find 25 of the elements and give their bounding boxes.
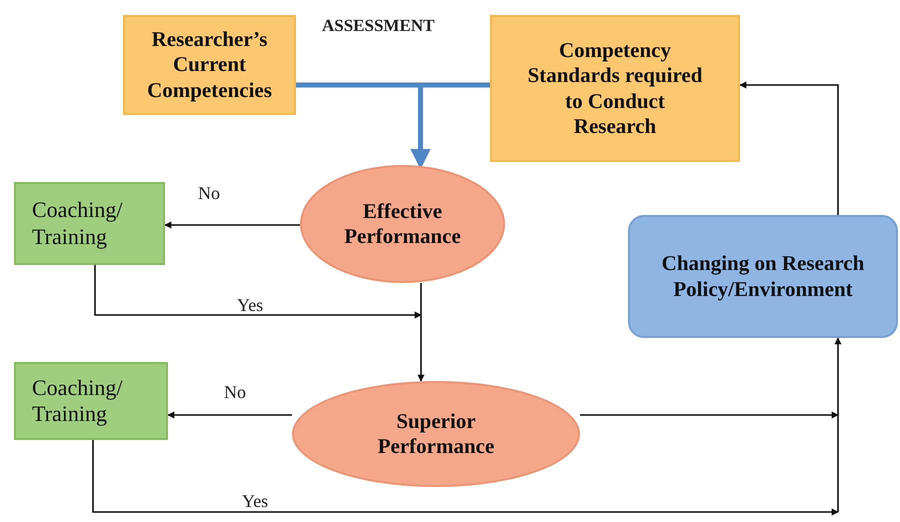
arrow: [167, 412, 292, 418]
edge-label: Yes: [240, 492, 270, 510]
process-box: [628, 215, 898, 338]
process-box: [490, 15, 740, 162]
node-text: Coaching/ Training: [32, 197, 124, 250]
process-box: [123, 15, 296, 115]
node-text: Effective Performance: [343, 198, 462, 250]
edge-label: No: [196, 184, 222, 202]
arrow: [580, 412, 839, 418]
heading-label: ASSESSMENT: [320, 17, 436, 34]
edge-label: No: [222, 383, 248, 401]
arrow: [94, 265, 422, 318]
node-text: Superior Performance: [376, 408, 496, 460]
arrow: [418, 315, 424, 382]
node-text: Researcher’s Current Competencies: [146, 27, 273, 103]
process-box: [14, 362, 168, 440]
node-text: Coaching/ Training: [32, 374, 124, 428]
arrow: [164, 222, 300, 228]
node-text: Changing on Research Policy/Environment: [660, 251, 866, 302]
edge-label: Yes: [235, 296, 266, 314]
arrow: [834, 337, 842, 512]
process-box: [14, 182, 165, 265]
arrow: [739, 82, 839, 215]
node-text: Competency Standards required to Conduct Research: [526, 38, 704, 139]
arrow: [92, 440, 839, 516]
